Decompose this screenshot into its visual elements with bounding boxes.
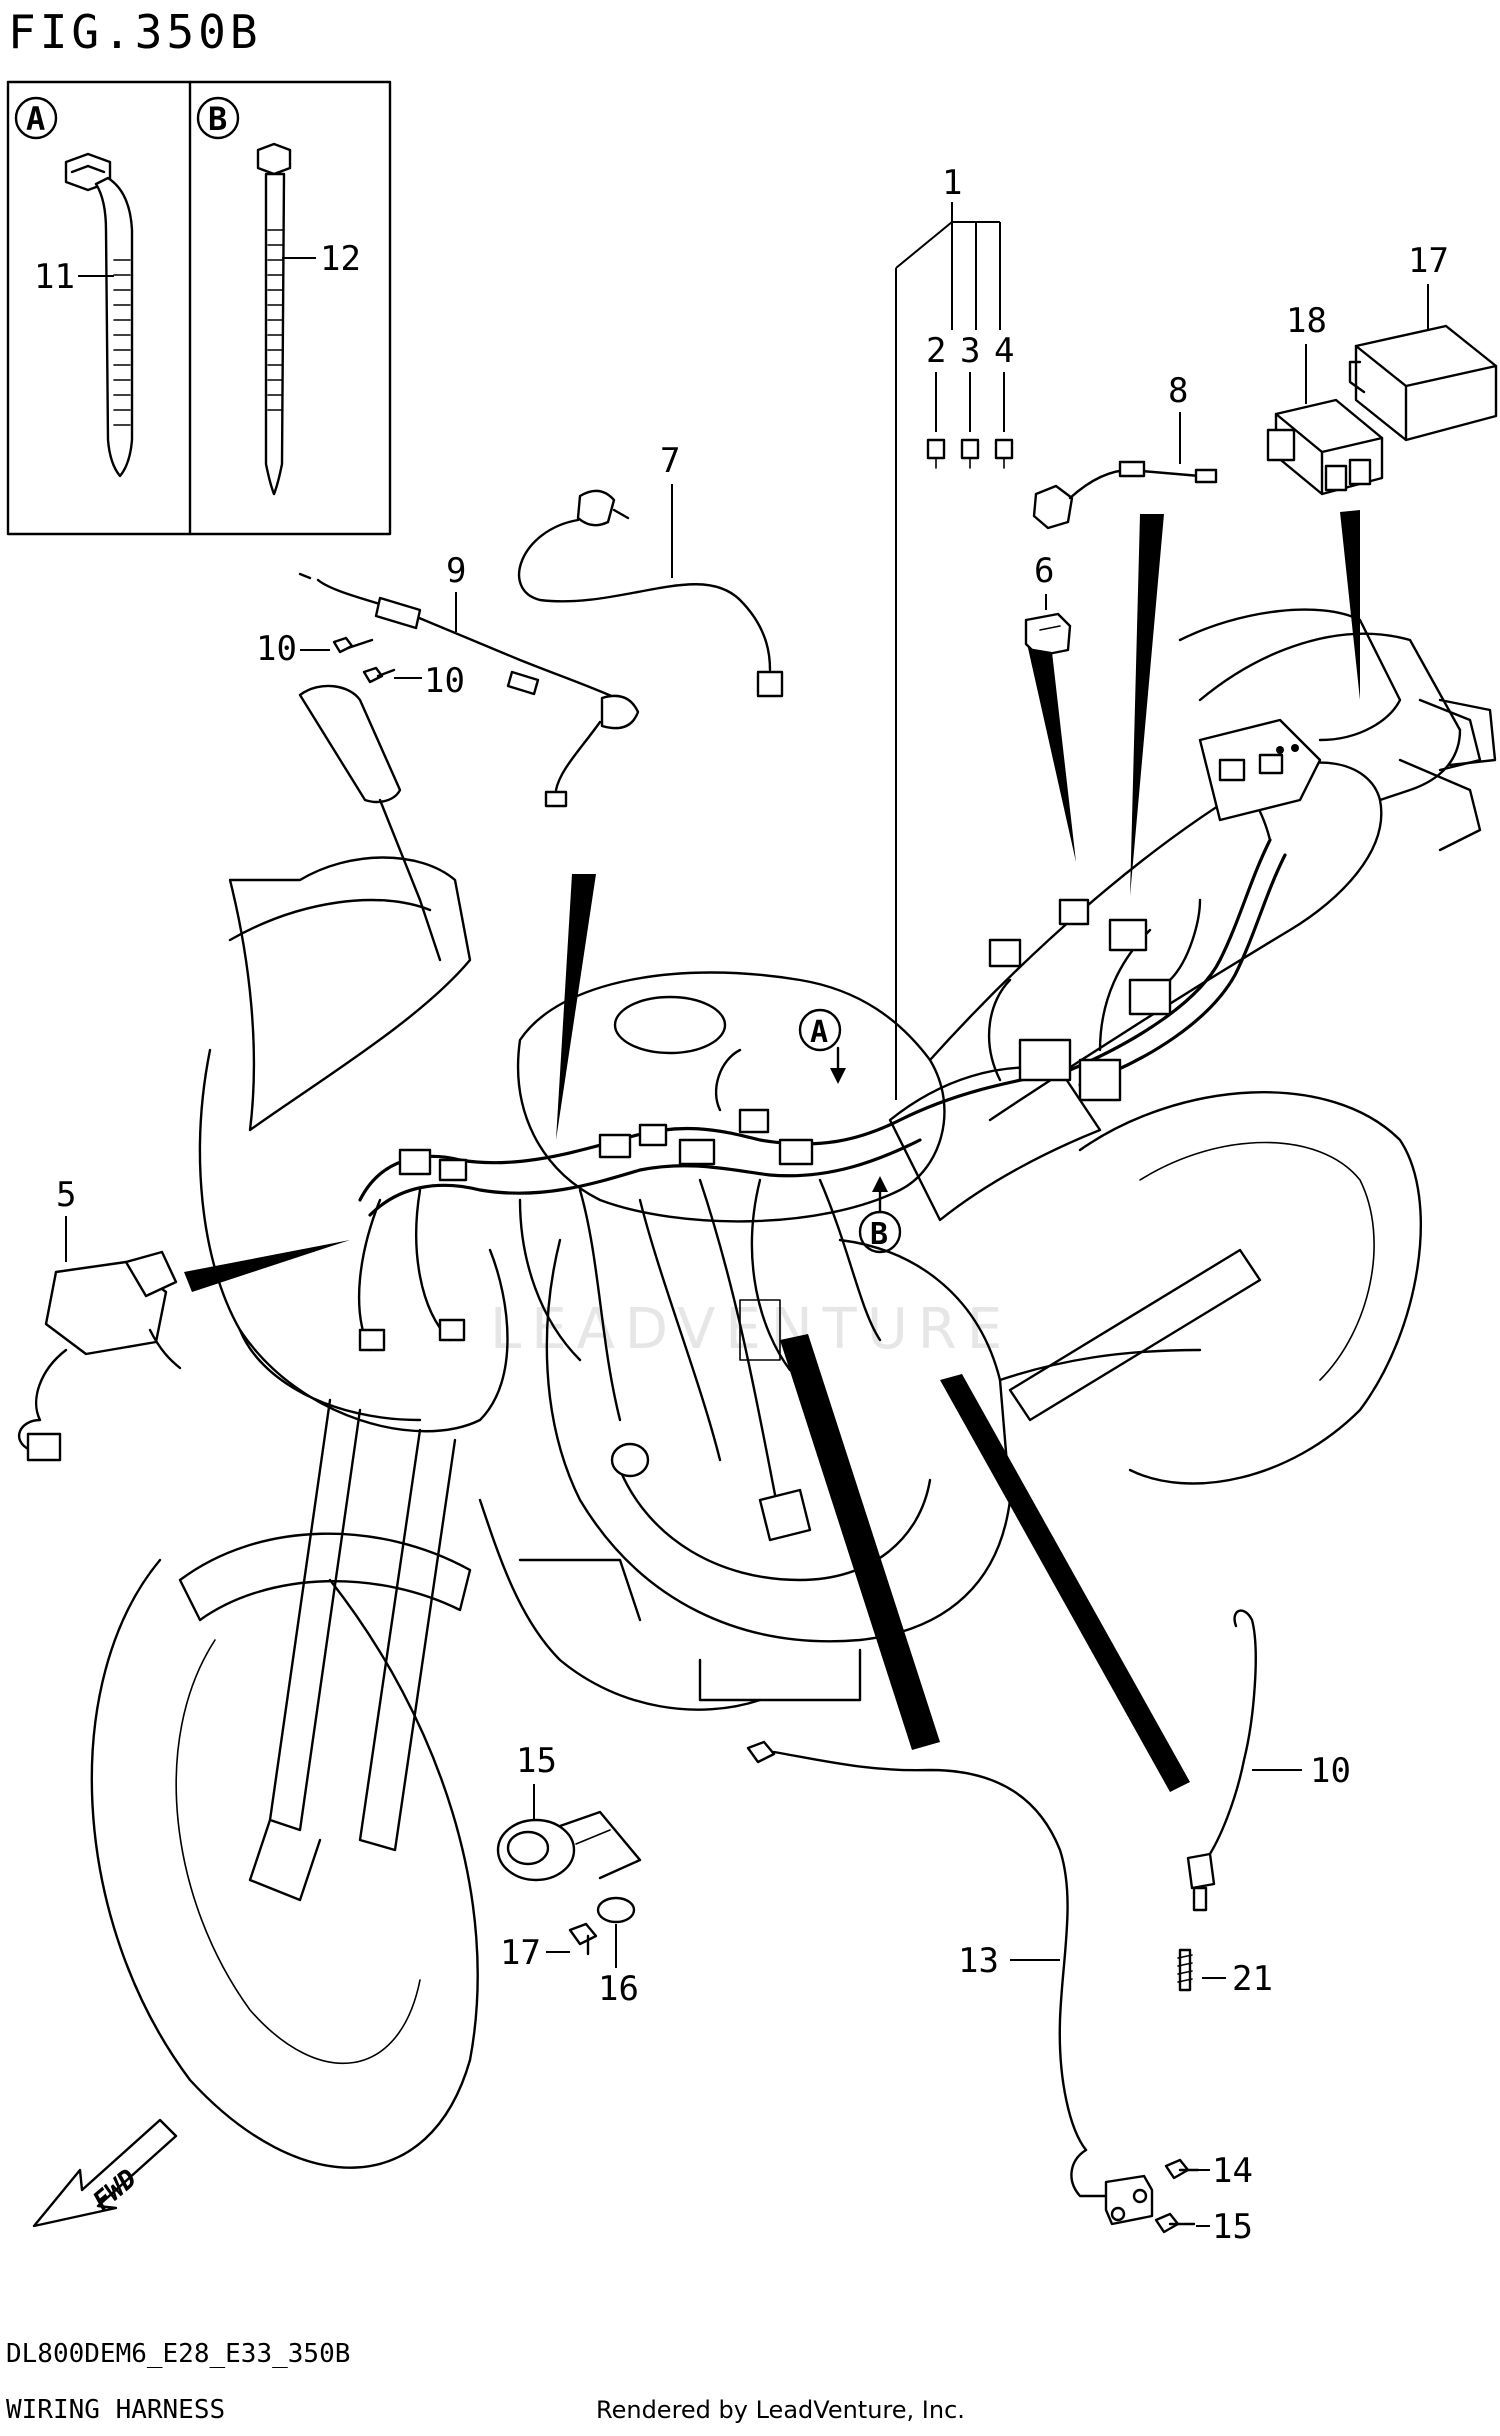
taillight (1438, 698, 1497, 767)
callout-14: 13 (958, 1941, 999, 1981)
part-9-lead: 9 (298, 551, 640, 808)
callout-2: 2 (926, 331, 946, 371)
part-14-sensor: 13 (746, 1740, 1154, 2226)
pointer-wedges (184, 510, 1360, 1792)
callout-6: 6 (1034, 551, 1054, 591)
part-6-clip: 6 (1024, 551, 1072, 658)
part-7-sensor-lead: 7 (518, 441, 784, 698)
part-11-sensor: 10 21 (1177, 1609, 1351, 1999)
inset-badge-b: B (208, 100, 227, 138)
fuse-3 (960, 438, 980, 460)
callout-17: 16 (598, 1969, 639, 2009)
figure-name: WIRING HARNESS (6, 2395, 225, 2425)
part-1-fuse-group: 1 2 3 4 (895, 163, 1014, 1100)
callout-4: 4 (994, 331, 1014, 371)
callout-3: 3 (960, 331, 980, 371)
callout-10-b: 10 (424, 661, 465, 701)
callout-15-b: 15 (1212, 2207, 1253, 2247)
fuse-4 (994, 438, 1014, 460)
inset-badge-a: A (26, 100, 45, 138)
engine-guard (478, 1498, 762, 1711)
part-20-relay: 18 (1266, 301, 1384, 496)
render-credit: Rendered by LeadVenture, Inc. (596, 2396, 965, 2424)
rear-wheel (1078, 1091, 1422, 1485)
callout-5: 5 (56, 1175, 76, 1215)
side-panel (888, 1066, 1102, 1222)
front-fairing (198, 1048, 509, 1433)
part-19-cover: 17 (1348, 241, 1498, 442)
front-wheel (90, 1558, 479, 2169)
part-8-connector-lead: 8 (1032, 371, 1218, 530)
view-marker-b: B (858, 1176, 902, 1254)
callout-16: 15 (516, 1741, 557, 1781)
watermark: LEADVENTURE (490, 1297, 1012, 1362)
cable-tie-13 (256, 142, 292, 496)
mirror (298, 684, 402, 804)
callout-18: 17 (500, 1933, 541, 1973)
fwd-arrow: FWD (32, 2118, 178, 2228)
part-17-washer: 16 (596, 1896, 639, 2009)
inset-panel-a: A 11 (14, 96, 134, 478)
callout-12: 11 (34, 257, 75, 297)
fuse-2 (926, 438, 946, 460)
badge-circle-a (14, 96, 58, 140)
front-fork (268, 1398, 362, 1832)
callout-20: 18 (1286, 301, 1327, 341)
cable-tie-clip-12 (64, 152, 134, 478)
view-marker-a-badge: A (810, 1015, 828, 1050)
fuel-tank (516, 971, 946, 1223)
callout-7: 7 (660, 441, 680, 481)
callout-8: 8 (1168, 371, 1188, 411)
sensor-bracket (1104, 2174, 1154, 2226)
callout-21: 21 (1232, 1959, 1273, 1999)
motorcycle-outline (90, 608, 1497, 2169)
fuel-cap (613, 995, 727, 1055)
engine-outline (545, 1238, 1012, 1643)
main-wiring-harness (357, 718, 1322, 1542)
callout-11: 10 (1310, 1751, 1351, 1791)
callout-10-a: 10 (256, 629, 297, 669)
inset-panel-b: B 12 (196, 96, 361, 496)
view-marker-a: A (798, 1008, 846, 1084)
figure-title: FIG.350B (8, 5, 262, 59)
model-code: DL800DEM6_E28_E33_350B (6, 2339, 350, 2369)
part-16-grommet: 15 (496, 1741, 642, 1882)
callout-13: 12 (320, 239, 361, 279)
inset-box: A 11 (6, 80, 392, 536)
windscreen (228, 856, 472, 1132)
badge-circle-b (196, 96, 240, 140)
part-15-bolts: 14 15 (1154, 2151, 1253, 2247)
callout-1: 1 (942, 163, 962, 203)
part-5-connector: 5 (18, 1175, 182, 1462)
callout-15-a: 14 (1212, 2151, 1253, 2191)
callout-19: 17 (1408, 241, 1449, 281)
callout-9: 9 (446, 551, 466, 591)
part-10-screws: 10 10 (256, 629, 465, 701)
view-marker-b-badge: B (870, 1217, 888, 1252)
swing-arm (1008, 1248, 1262, 1422)
harness-connector (398, 1148, 432, 1176)
part-18-bolt: 17 (500, 1922, 598, 1973)
